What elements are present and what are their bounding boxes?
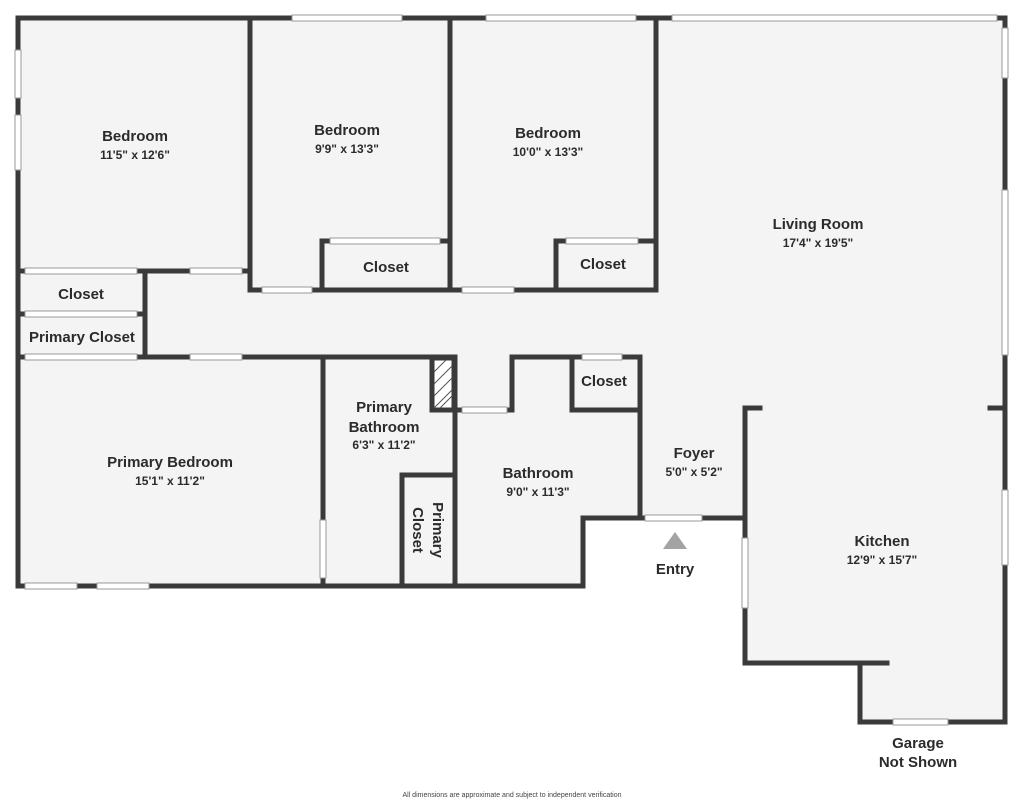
closet-3-name: Closet [580, 256, 626, 273]
exterior-cutout [583, 518, 745, 802]
primary-closet-vertical-line2: Closet [409, 507, 426, 553]
primary-bathroom-name-line1: Primary [356, 399, 413, 416]
closet-2-name: Closet [363, 259, 409, 276]
kitchen-dimensions: 12'9" x 15'7" [847, 553, 917, 567]
entry-label: Entry [656, 561, 695, 578]
closet-4-name: Closet [581, 373, 627, 390]
primary-bedroom-name: Primary Bedroom [107, 454, 233, 471]
mechanical-chase [433, 359, 453, 409]
floor-area [18, 18, 1005, 723]
windows [14, 14, 1009, 726]
primary-bathroom-name-line2: Bathroom [349, 419, 420, 436]
bedroom-2-name: Bedroom [314, 122, 380, 139]
bathroom-name: Bathroom [503, 465, 574, 482]
primary-closet-vertical: Primary Closet [409, 502, 446, 559]
bedroom-1-dimensions: 11'5" x 12'6" [100, 148, 170, 162]
garage-label-line1: Garage [892, 735, 944, 752]
living-room-name: Living Room [773, 216, 864, 233]
entry-arrow-icon [663, 532, 687, 549]
bedroom-2-dimensions: 9'9" x 13'3" [315, 142, 379, 156]
bedroom-3-dimensions: 10'0" x 13'3" [513, 145, 583, 159]
foyer-dimensions: 5'0" x 5'2" [665, 465, 722, 479]
bedroom-1-name: Bedroom [102, 128, 168, 145]
primary-bedroom-dimensions: 15'1" x 11'2" [135, 474, 205, 488]
primary-bathroom-dimensions: 6'3" x 11'2" [352, 438, 415, 452]
disclaimer-text: All dimensions are approximate and subje… [402, 792, 621, 799]
closet-1-name: Closet [58, 286, 104, 303]
bedroom-3-name: Bedroom [515, 125, 581, 142]
living-room-dimensions: 17'4" x 19'5" [783, 236, 853, 250]
primary-closet-vertical-line1: Primary [429, 502, 446, 559]
bathroom-dimensions: 9'0" x 11'3" [506, 485, 569, 499]
garage-label-line2: Not Shown [879, 754, 957, 771]
primary-closet-name: Primary Closet [29, 329, 135, 346]
foyer-name: Foyer [674, 445, 715, 462]
kitchen-name: Kitchen [854, 533, 909, 550]
